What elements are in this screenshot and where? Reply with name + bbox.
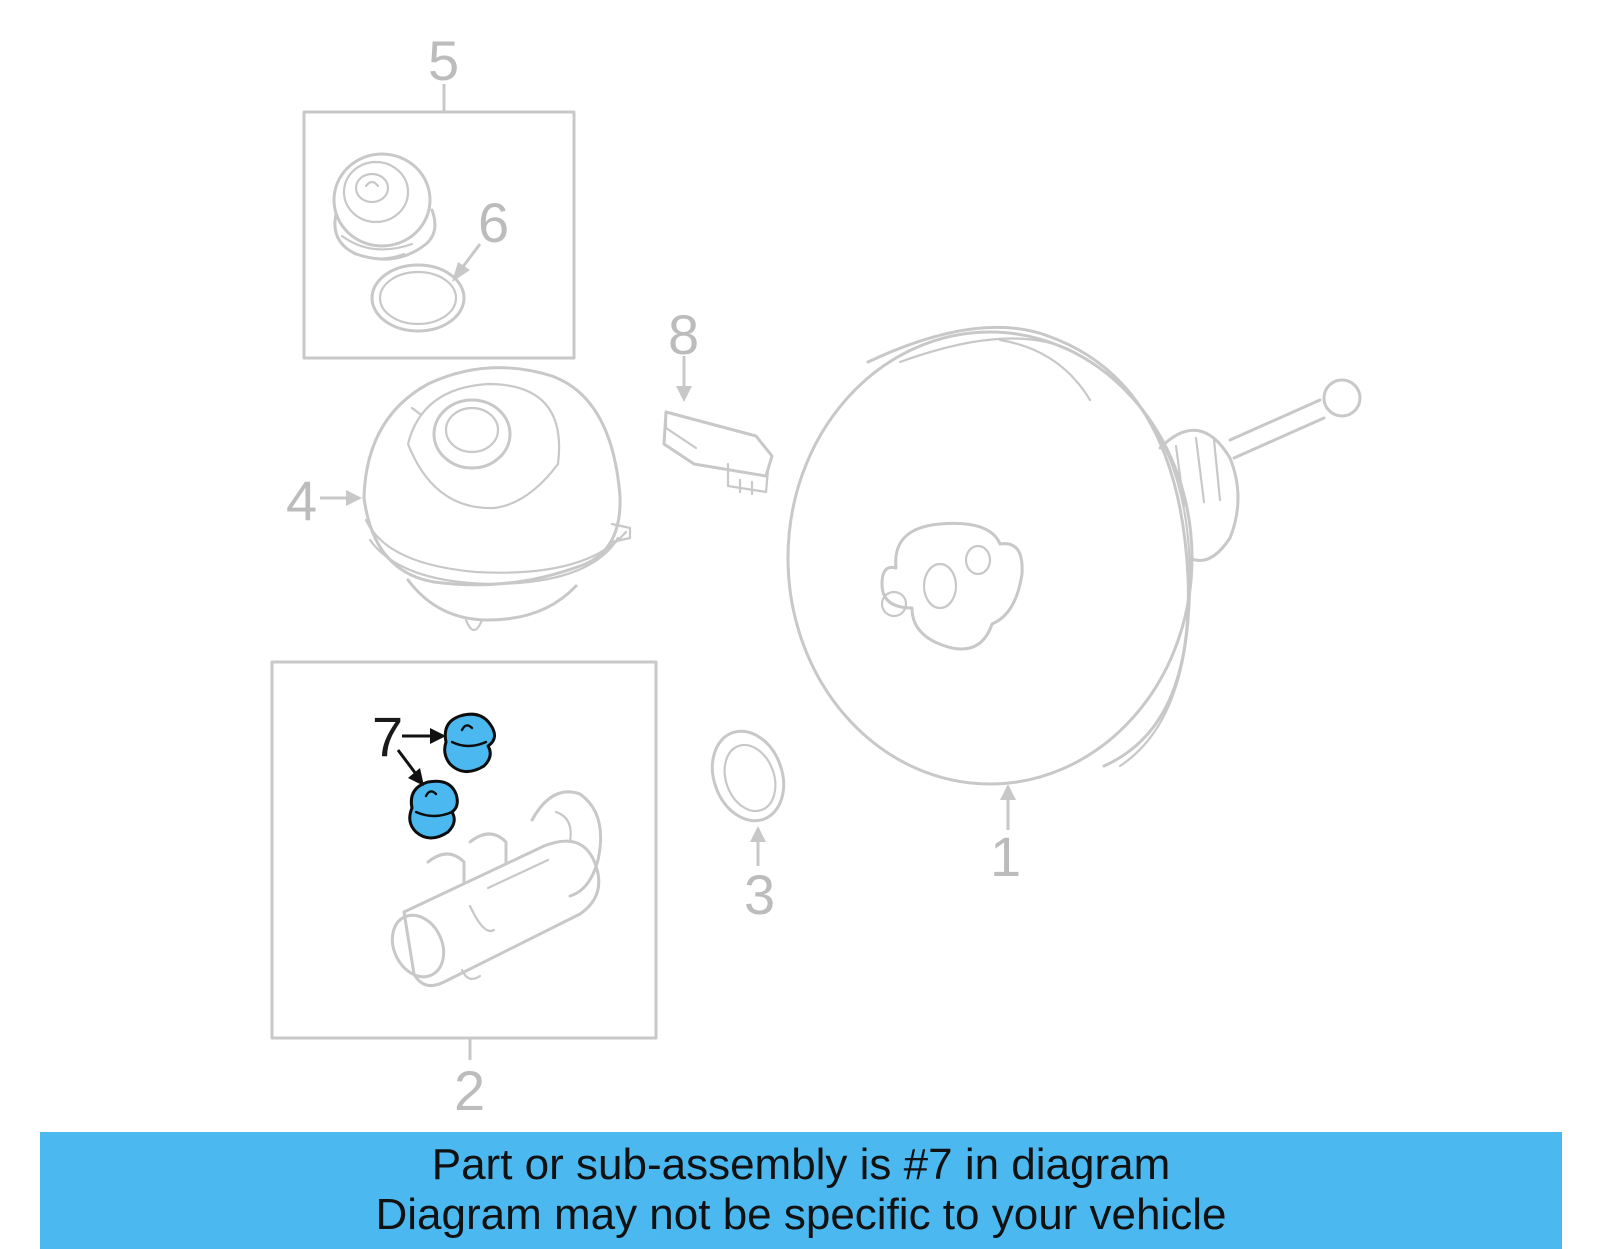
cap-seal-ring — [370, 263, 466, 333]
part-info-banner: Part or sub-assembly is #7 in diagram Di… — [40, 1132, 1562, 1249]
master-cylinder-box — [270, 660, 658, 1060]
brake-booster — [786, 325, 1362, 786]
callout-7-group — [396, 728, 446, 786]
callout-3-group — [750, 826, 766, 866]
callout-2-label: 2 — [454, 1059, 485, 1122]
callout-7-label: 7 — [372, 705, 403, 768]
booster-gasket — [710, 729, 786, 823]
callout-8-label: 8 — [668, 303, 699, 366]
callout-3-label: 3 — [744, 863, 775, 926]
callout-1-group — [1000, 784, 1016, 830]
callout-1-label: 1 — [990, 825, 1021, 888]
callout-6-group — [452, 243, 482, 282]
cap-kit-box — [302, 84, 576, 360]
grommet-lower — [408, 779, 459, 840]
callout-8-group — [676, 356, 692, 402]
master-cylinder — [390, 790, 603, 988]
banner-line-2: Diagram may not be specific to your vehi… — [375, 1190, 1227, 1239]
brake-fluid-reservoir — [362, 366, 632, 632]
callout-5-label: 5 — [428, 29, 459, 92]
grommet-upper — [443, 712, 496, 773]
callout-6-label: 6 — [478, 191, 509, 254]
reservoir-cap — [332, 152, 437, 261]
level-sensor — [662, 410, 774, 496]
banner-line-1: Part or sub-assembly is #7 in diagram — [431, 1140, 1171, 1189]
callout-4-label: 4 — [286, 469, 317, 532]
callout-4-group — [320, 490, 362, 506]
